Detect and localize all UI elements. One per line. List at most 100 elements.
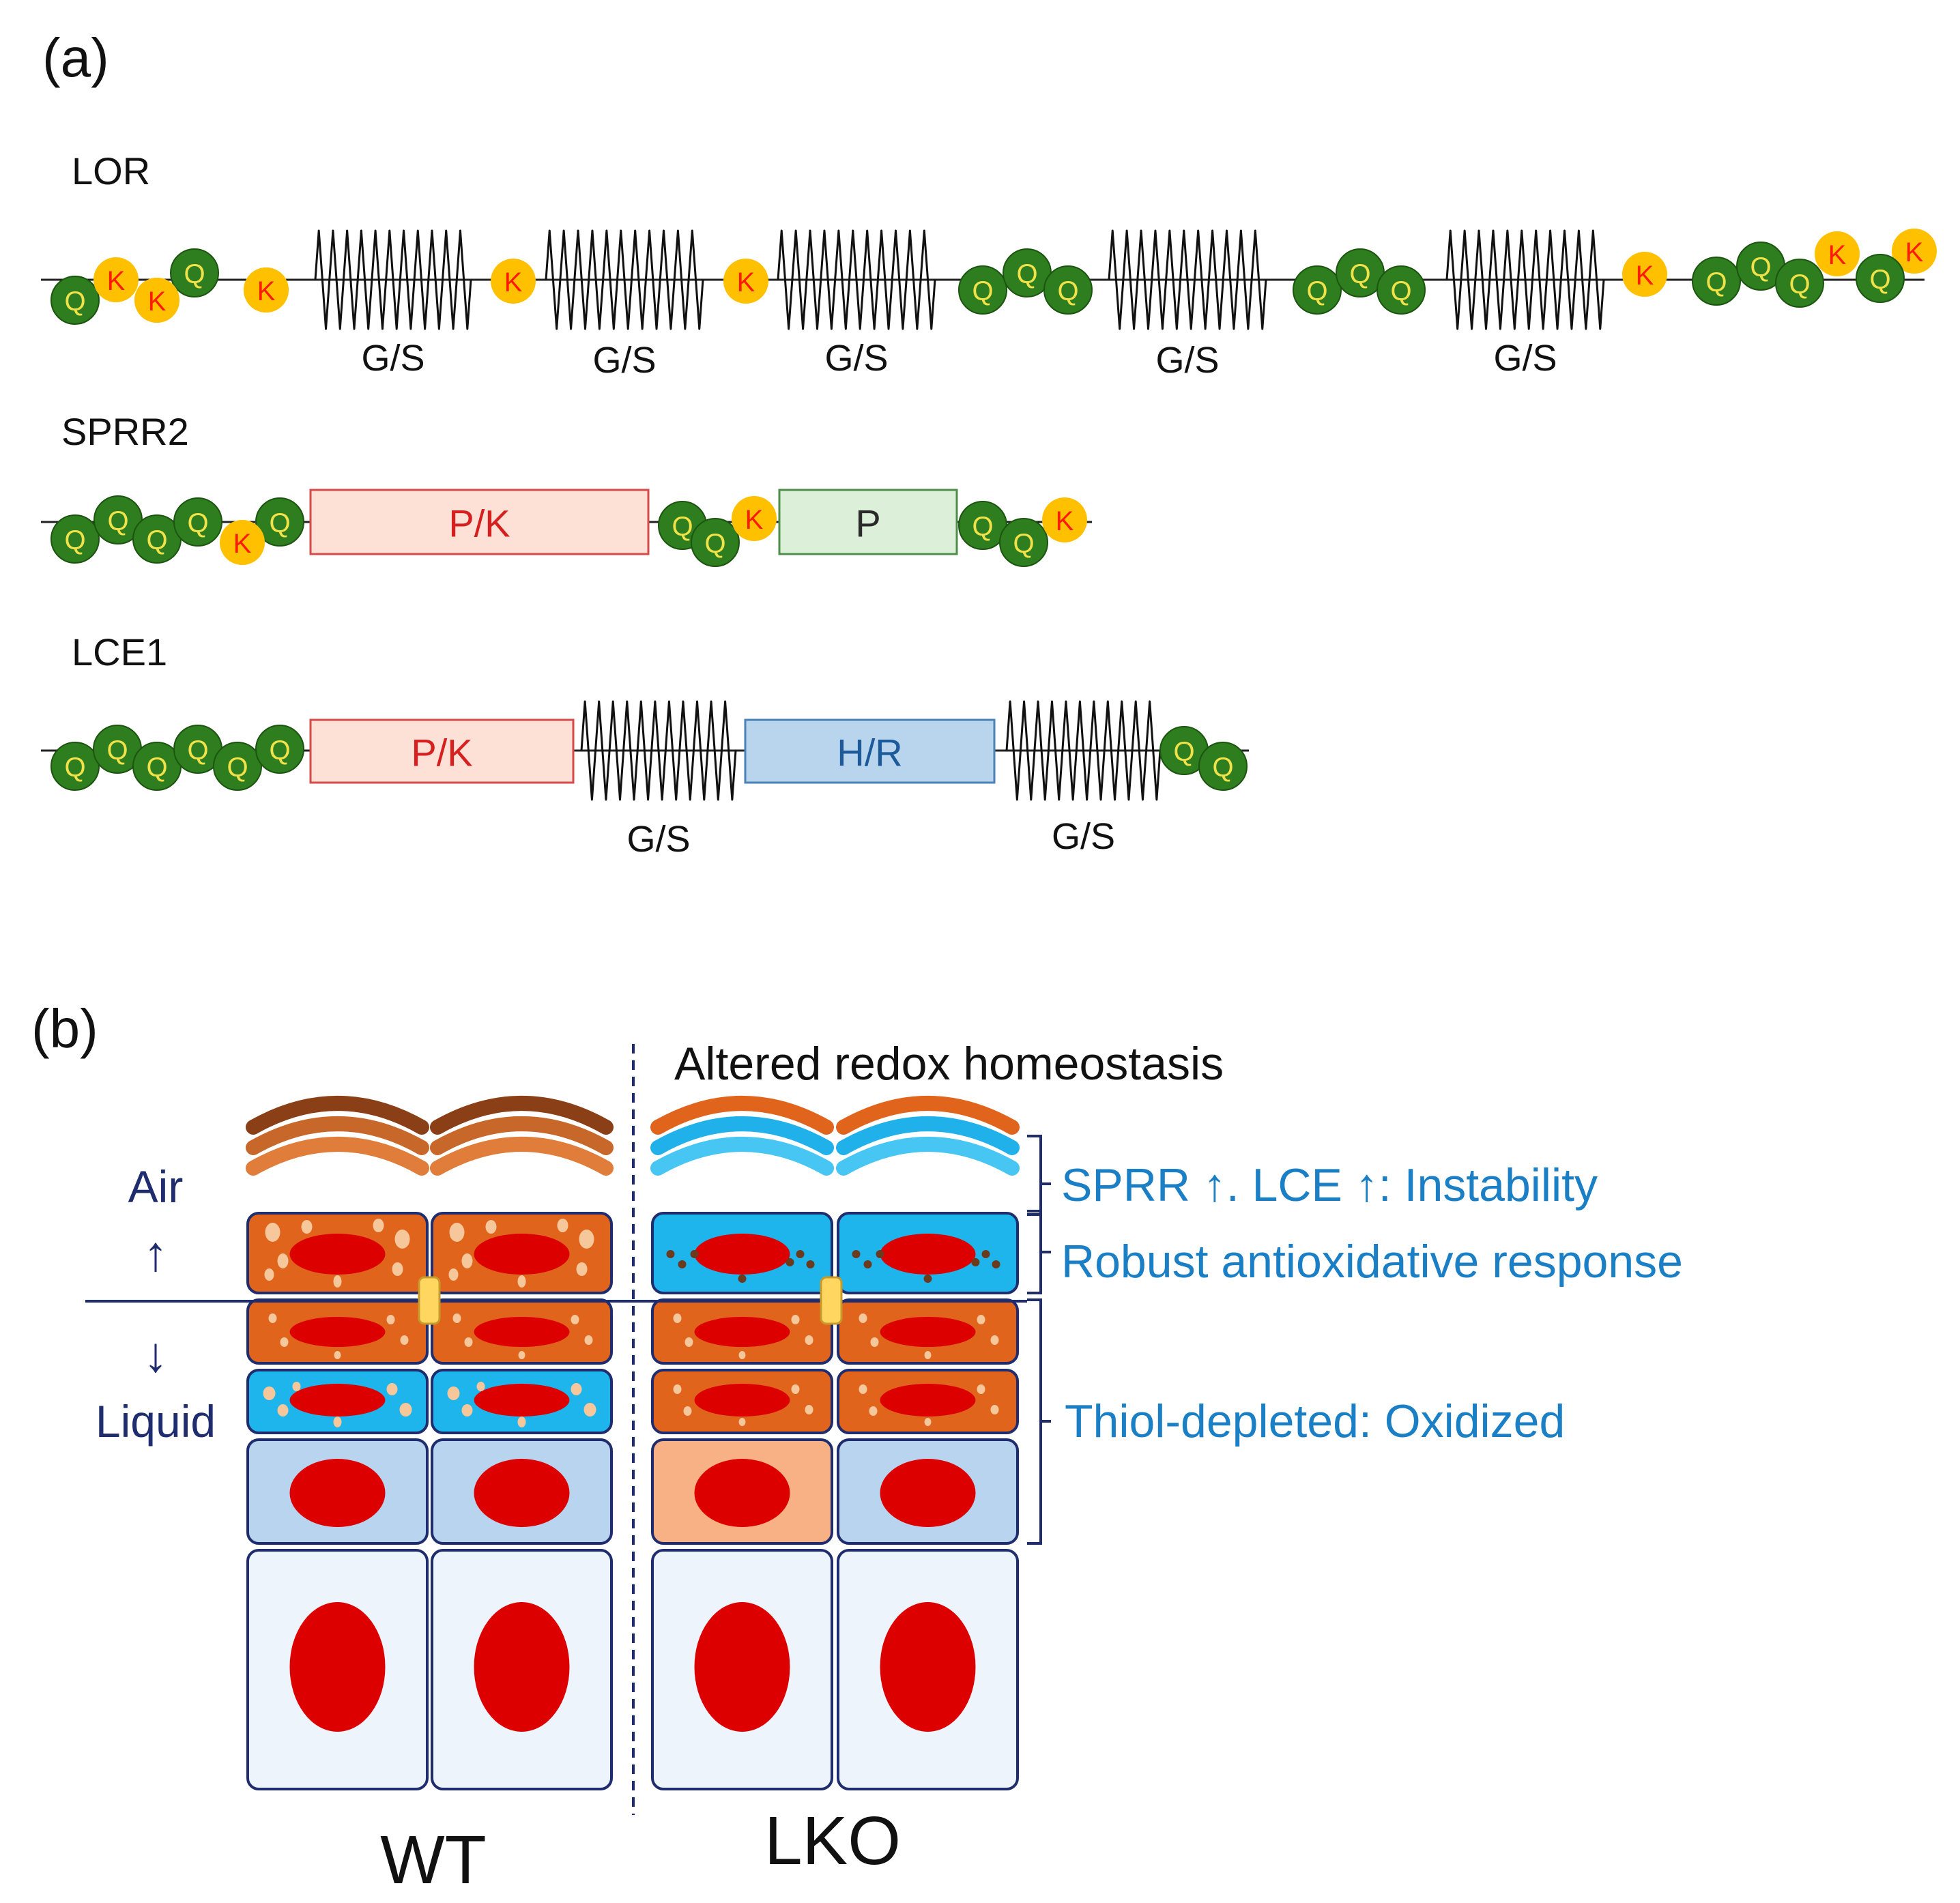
annotation-instability: SPRR ↑. LCE ↑: Instability (1061, 1159, 1598, 1211)
granule (859, 1313, 867, 1323)
granule (571, 1383, 582, 1395)
gs-spring-path (777, 229, 936, 330)
residue-q-circle (1043, 265, 1093, 315)
granule (394, 1230, 410, 1249)
residue-q: Q (958, 265, 1007, 315)
granule (576, 1262, 588, 1276)
gs-spring-label: G/S (1155, 340, 1219, 381)
nucleus (289, 1602, 386, 1732)
nucleus (289, 1384, 386, 1417)
panel-a-label: (a) (42, 27, 109, 88)
residue-q-label: Q (146, 525, 167, 555)
residue-q-label: Q (227, 753, 248, 783)
residue-q-label: Q (1750, 252, 1771, 282)
granule (264, 1268, 274, 1281)
residue-q: Q (173, 725, 222, 774)
gs-spring: G/S (1005, 700, 1162, 857)
nucleus (880, 1602, 976, 1732)
granule (738, 1418, 746, 1426)
granule (399, 1403, 412, 1417)
protein-name-sprr2: SPRR2 (61, 410, 189, 453)
residue-k-label: K (107, 266, 126, 296)
granule (791, 1384, 800, 1394)
granule (333, 1417, 342, 1427)
residue-q-circle (1198, 742, 1248, 791)
panel-b-label: (b) (31, 998, 98, 1059)
residue-k-label: K (148, 287, 167, 317)
residue-q: Q (132, 514, 182, 564)
residue-q: Q (1775, 259, 1824, 308)
residue-k-circle (1042, 497, 1087, 542)
residue-q-circle (1293, 265, 1342, 315)
gs-spring-path (580, 700, 737, 801)
residue-q-label: Q (64, 287, 85, 317)
nucleus (694, 1317, 790, 1347)
junction-lko (820, 1276, 843, 1325)
residue-k-circle (732, 496, 777, 541)
nucleus (694, 1602, 790, 1732)
granule (666, 1250, 675, 1258)
granule (805, 1405, 813, 1414)
granule (863, 1260, 872, 1268)
annotation-antioxidative: Robust antioxidative response (1061, 1236, 1683, 1288)
granule (447, 1386, 460, 1400)
nucleus (880, 1317, 976, 1347)
residue-q-label: Q (1705, 267, 1727, 297)
liquid-down-arrow: ↓ (143, 1328, 168, 1382)
residue-k-circle (723, 259, 768, 304)
granule (805, 1335, 813, 1345)
residue-k: K (93, 257, 139, 302)
cornified-layer (650, 1137, 834, 1176)
granule (392, 1262, 403, 1276)
gs-spring-label: G/S (592, 340, 656, 381)
granule (280, 1337, 289, 1347)
granule (476, 1382, 485, 1391)
granule (517, 1275, 526, 1288)
residue-q-label: Q (1306, 276, 1327, 306)
domain-box-pk-label: P/K (411, 731, 472, 774)
gs-spring: G/S (580, 700, 737, 860)
residue-q-circle (213, 742, 262, 791)
cornified-layer (836, 1137, 1020, 1176)
residue-k-label: K (737, 267, 755, 297)
gs-spring: G/S (314, 229, 472, 379)
granule (738, 1351, 746, 1359)
residue-k-label: K (233, 529, 252, 559)
residue-k-label: K (1828, 240, 1847, 270)
granule (461, 1404, 473, 1417)
residue-q: Q (173, 497, 222, 547)
granule (684, 1337, 693, 1347)
granule (673, 1313, 682, 1323)
cornified-layer (836, 1096, 1020, 1135)
granule (334, 1351, 341, 1359)
granule (268, 1313, 277, 1323)
cornified-layer (650, 1116, 834, 1155)
gs-spring: G/S (777, 229, 936, 379)
residue-q-label: Q (64, 525, 85, 555)
residue-k-label: K (257, 276, 276, 306)
residue-k: K (1892, 229, 1937, 274)
residue-q: Q (255, 497, 304, 547)
granule (265, 1223, 280, 1242)
residue-q-label: Q (269, 736, 290, 766)
residue-q-label: Q (1789, 270, 1810, 300)
residue-q-circle (255, 497, 304, 547)
nucleus (474, 1234, 570, 1275)
granule (400, 1335, 409, 1345)
residue-q: Q (170, 248, 219, 297)
granule (869, 1406, 878, 1416)
residue-q-circle (1377, 265, 1426, 315)
granule (517, 1417, 526, 1427)
residue-k-circle (93, 257, 139, 302)
panel-b: (b) Altered redox homeostasis Air ↑ ↓ Li… (31, 998, 1683, 1898)
residue-q-label: Q (106, 736, 128, 766)
group-label-lko: LKO (764, 1803, 901, 1879)
residue-q-label: Q (1390, 276, 1411, 306)
liquid-label: Liquid (96, 1396, 216, 1447)
granule (277, 1404, 289, 1417)
residue-q: Q (1692, 257, 1741, 306)
residue-k: K (1622, 252, 1667, 297)
cornified-layer (246, 1116, 429, 1155)
